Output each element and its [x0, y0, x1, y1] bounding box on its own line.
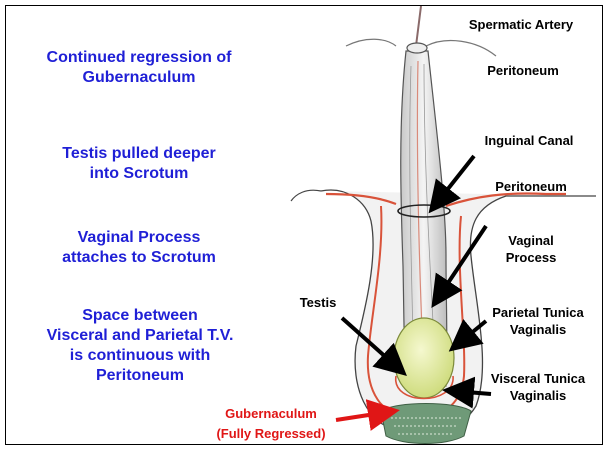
- label-peritoneum-top: Peritoneum: [468, 62, 578, 79]
- caption-testis-pulled: Testis pulled deeper into Scrotum: [24, 144, 254, 184]
- label-gubernaculum: Gubernaculum (Fully Regressed): [196, 404, 346, 444]
- label-peritoneum-mid: Peritoneum: [481, 178, 581, 195]
- spermatic-artery: [416, 6, 421, 46]
- caption-space-continuous: Space between Visceral and Parietal T.V.…: [14, 306, 266, 386]
- caption-regression: Continued regression of Gubernaculum: [24, 48, 254, 88]
- label-visceral-tunica: Visceral Tunica Vaginalis: [474, 370, 602, 404]
- caption-vaginal-process: Vaginal Process attaches to Scrotum: [24, 228, 254, 268]
- label-spermatic-artery: Spermatic Artery: [446, 16, 596, 33]
- gubernaculum-remnant: [381, 404, 471, 444]
- label-parietal-tunica: Parietal Tunica Vaginalis: [474, 304, 602, 338]
- peritoneum-layer-left: [291, 190, 321, 201]
- label-vaginal-process: Vaginal Process: [486, 232, 576, 266]
- label-inguinal-canal: Inguinal Canal: [464, 132, 594, 149]
- testis-shape: [394, 318, 454, 398]
- label-testis: Testis: [288, 294, 348, 311]
- slide-frame: Continued regression of Gubernaculum Tes…: [5, 5, 603, 445]
